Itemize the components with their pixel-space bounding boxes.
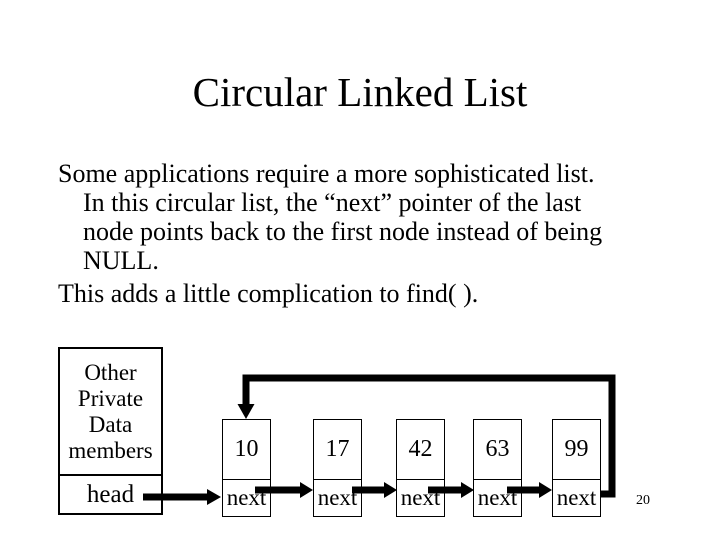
- header-box-label-line: members: [68, 437, 153, 463]
- node-value: 17: [314, 420, 361, 480]
- list-node: 42 next: [396, 419, 445, 517]
- paragraph: This adds a little complication to find(…: [58, 279, 678, 308]
- list-header-box: Other Private Data members head: [58, 347, 163, 515]
- head-pointer-label: head: [86, 480, 135, 508]
- node-pointer-label: next: [400, 485, 441, 510]
- node-pointer-label: next: [477, 485, 518, 510]
- page-number: 20: [636, 493, 650, 508]
- body-line: node points back to the first node inste…: [83, 217, 603, 246]
- header-box-label-line: Other: [84, 359, 137, 385]
- list-node: 10 next: [222, 419, 271, 517]
- body-line: Some applications require a more sophist…: [58, 159, 595, 188]
- private-data-cell: Other Private Data members: [60, 349, 161, 476]
- slide-title: Circular Linked List: [192, 69, 528, 115]
- node-value: 10: [223, 420, 270, 480]
- list-node: 63 next: [473, 419, 522, 517]
- node-pointer-label: next: [317, 485, 358, 510]
- node-value: 63: [474, 420, 521, 480]
- slide-body: Some applications require a more sophist…: [58, 159, 678, 308]
- node-pointer-label: next: [226, 485, 267, 510]
- node-value: 99: [553, 420, 600, 480]
- header-box-label-line: Data: [88, 411, 133, 437]
- body-line: This adds a little complication to find(…: [58, 279, 479, 308]
- node-value: 42: [397, 420, 444, 480]
- body-line: In this circular list, the “next” pointe…: [83, 188, 582, 217]
- body-line: NULL.: [83, 246, 159, 275]
- paragraph: Some applications require a more sophist…: [58, 159, 678, 275]
- list-node: 17 next: [313, 419, 362, 517]
- list-node: 99 next: [552, 419, 601, 517]
- header-box-label-line: Private: [77, 385, 144, 411]
- node-pointer-label: next: [556, 485, 597, 510]
- head-pointer-cell: head: [60, 476, 161, 513]
